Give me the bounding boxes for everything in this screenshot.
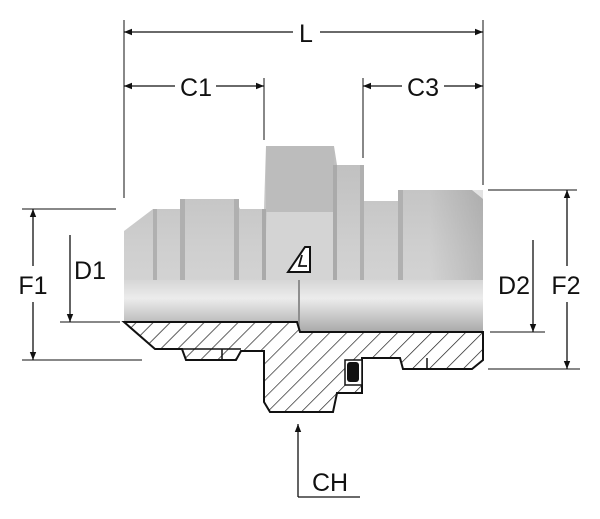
dimension-L: L bbox=[124, 20, 483, 48]
label-D1: D1 bbox=[74, 257, 106, 285]
label-CH: CH bbox=[312, 469, 348, 497]
dimension-D2: D2 bbox=[498, 240, 537, 332]
dimension-CH: CH bbox=[294, 424, 360, 498]
label-C1: C1 bbox=[180, 74, 212, 102]
dimension-C3: C3 bbox=[363, 74, 483, 102]
label-C3: C3 bbox=[407, 74, 439, 102]
dimension-C1: C1 bbox=[124, 74, 264, 102]
extension-lines bbox=[22, 20, 580, 370]
label-F1: F1 bbox=[18, 272, 47, 300]
brand-logo-icon bbox=[286, 246, 311, 273]
fitting-body bbox=[124, 146, 483, 332]
dimension-F1: F1 bbox=[18, 209, 48, 360]
label-L: L bbox=[299, 20, 313, 48]
label-D2: D2 bbox=[498, 272, 530, 300]
dimension-F2: F2 bbox=[551, 190, 581, 369]
o-ring-seal-core bbox=[347, 362, 359, 382]
label-F2: F2 bbox=[551, 272, 580, 300]
dimension-D1: D1 bbox=[66, 235, 106, 322]
bore-surface bbox=[124, 280, 483, 332]
cross-section-hatch bbox=[121, 321, 484, 413]
